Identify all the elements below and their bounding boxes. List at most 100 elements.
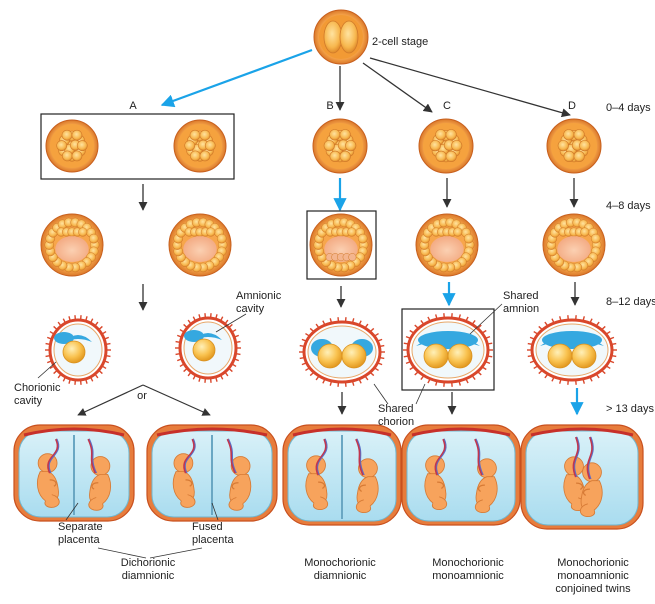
arrow-a-fused: [143, 385, 210, 415]
shared-amnion-label: Shared amnion: [503, 290, 553, 316]
morula-cell: [77, 141, 87, 151]
chorionic-cavity-leader: [38, 362, 56, 378]
morula-cell: [62, 130, 72, 140]
blastocyst-b: [310, 214, 372, 276]
late-fused-placenta: [147, 425, 277, 521]
blastocoel: [430, 236, 463, 262]
morula-cell: [200, 130, 210, 140]
outcome-conjoined-twins: Monochorionic monoamnionic conjoined twi…: [542, 557, 644, 596]
implanted-a-right: [175, 313, 241, 383]
implanted-b: [299, 317, 385, 387]
implanted-c: [403, 313, 493, 387]
fused-placenta-label: Fused placenta: [192, 521, 252, 547]
morula-cell: [451, 140, 462, 151]
amniotic-fluid: [407, 431, 515, 521]
or-label: or: [132, 390, 152, 403]
chorionic-cavity-label: Chorionic cavity: [14, 382, 74, 408]
late-separate-placentas: [14, 425, 134, 521]
two-cell-embryo: [314, 10, 368, 64]
shared-amnion: [542, 331, 602, 349]
blastocoel: [55, 236, 88, 262]
blastocyst-a-left: [41, 214, 103, 276]
separate-placenta-label: Separate placenta: [58, 521, 118, 547]
morula-cell: [57, 141, 67, 151]
yolk-sac: [572, 344, 596, 368]
trophoblast-cell: [89, 234, 98, 243]
column-label-d: D: [565, 100, 579, 113]
trophoblast-cell: [464, 234, 473, 243]
shared-chorion-label: Shared chorion: [378, 403, 428, 429]
arrow-to-column-a: [162, 50, 312, 105]
blastocyst-a-right: [169, 214, 231, 276]
morula-cell: [558, 140, 569, 151]
column-label-a: A: [126, 100, 140, 113]
shared-chorion-leader: [374, 384, 388, 404]
yolk-sac: [318, 344, 342, 368]
blastomere: [340, 21, 358, 53]
morula-a-right: [174, 120, 226, 172]
morula-cell: [205, 141, 215, 151]
arrow-to-column-d: [370, 58, 570, 115]
trophoblast-cell: [358, 234, 367, 243]
morula-a-left: [46, 120, 98, 172]
yolk-sac: [342, 344, 366, 368]
arrow-to-column-c: [363, 63, 432, 112]
time-label-8-12-days: 8–12 days: [606, 296, 655, 309]
yolk-sac: [193, 339, 215, 361]
morula-cell: [436, 129, 447, 140]
late-conjoined-twins: [521, 425, 643, 529]
inner-cell-mass: [78, 228, 87, 237]
shared-amnion: [418, 331, 478, 349]
amnionic-cavity-label: Amnionic cavity: [236, 290, 296, 316]
blastocyst-d: [543, 214, 605, 276]
morula-c: [419, 119, 473, 173]
blastocyst-c: [416, 214, 478, 276]
morula-cell: [324, 140, 335, 151]
morula-cell: [564, 151, 575, 162]
blastocoel: [183, 236, 216, 262]
blastocoel: [557, 236, 590, 262]
inner-cell-mass: [580, 228, 589, 237]
morula-cell: [446, 151, 457, 162]
trophoblast-cell: [217, 234, 226, 243]
inner-cell-mass: [347, 228, 356, 237]
late-monochorionic-diamnionic: [283, 425, 401, 525]
morula-cell: [62, 151, 72, 161]
two-cell-stage-label: 2-cell stage: [372, 36, 428, 49]
shared-chorion-leader: [416, 384, 425, 404]
morula-cell: [574, 129, 585, 140]
morula-cell: [72, 151, 82, 161]
morula-cell: [330, 151, 341, 162]
inner-cell-mass: [206, 228, 215, 237]
morula-cell: [330, 129, 341, 140]
outcome-dichorionic-diamnionic: Dichorionic diamnionic: [108, 557, 188, 583]
yolk-sac: [548, 344, 572, 368]
chorionic-cavity: [412, 322, 484, 378]
morula-cell: [446, 129, 457, 140]
morula-cell: [340, 129, 351, 140]
time-label-4-8-days: 4–8 days: [606, 200, 651, 213]
trophoblast-cell: [591, 234, 600, 243]
implanted-d: [527, 315, 617, 385]
yolk-sac: [424, 344, 448, 368]
morula-d: [547, 119, 601, 173]
morula-cell: [185, 141, 195, 151]
morula-cell: [190, 151, 200, 161]
morula-cell: [574, 151, 585, 162]
second-cell-mass: [349, 253, 357, 261]
outcome-monochorionic-diamnionic: Monochorionic diamnionic: [290, 557, 390, 583]
time-label-13-days: > 13 days: [606, 403, 654, 416]
morula-cell: [436, 151, 447, 162]
morula-b: [313, 119, 367, 173]
morula-cell: [190, 130, 200, 140]
blastomere: [324, 21, 342, 53]
outcome-monochorionic-monoamnionic: Monochorionic monoamnionic: [418, 557, 518, 583]
morula-cell: [200, 151, 210, 161]
morula-cell: [579, 140, 590, 151]
column-label-b: B: [323, 100, 337, 113]
morula-cell: [430, 140, 441, 151]
yolk-sac: [63, 341, 85, 363]
yolk-sac: [448, 344, 472, 368]
